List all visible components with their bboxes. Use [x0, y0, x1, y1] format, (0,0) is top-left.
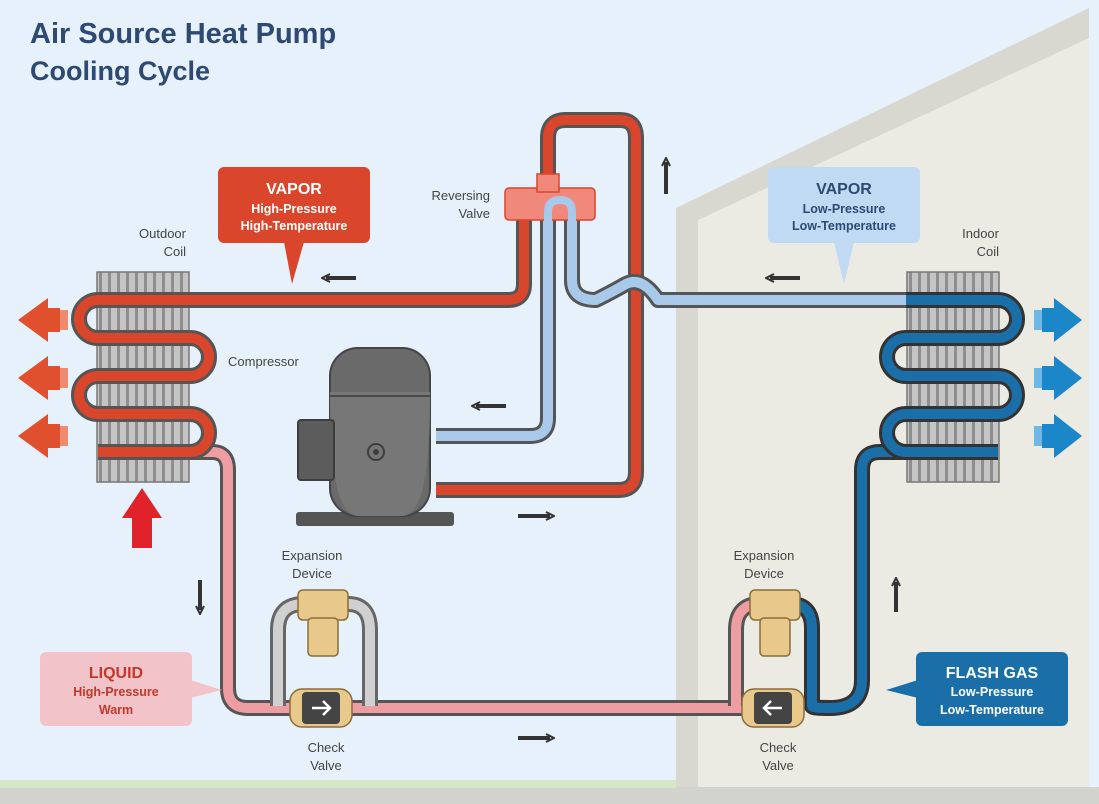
cold-vapor-line-indoor — [564, 218, 906, 308]
compressor-icon — [296, 347, 454, 526]
liquid-line — [182, 444, 750, 716]
svg-text:Low-Temperature: Low-Temperature — [940, 703, 1044, 717]
check-valve-left-label: Check — [308, 740, 345, 755]
check-valve-right-label: Valve — [762, 758, 794, 773]
expansion-device-left-label: Device — [292, 566, 332, 581]
reversing-valve-label: Reversing — [431, 188, 490, 203]
outdoor-coil-label: Coil — [164, 244, 187, 259]
svg-text:Warm: Warm — [99, 703, 133, 717]
callout-vapor-low: VAPOR Low-Pressure Low-Temperature — [768, 167, 920, 284]
svg-text:LIQUID: LIQUID — [89, 665, 143, 682]
page-title: Air Source Heat Pump — [30, 18, 337, 50]
left-check-valve-icon — [289, 688, 353, 728]
callout-vapor-high: VAPOR High-Pressure High-Temperature — [218, 167, 370, 284]
expansion-device-right-label: Device — [744, 566, 784, 581]
flash-gas-line — [804, 444, 906, 717]
reversing-valve-label: Valve — [458, 206, 490, 221]
discharge-line — [436, 112, 644, 498]
svg-text:Low-Pressure: Low-Pressure — [803, 202, 886, 216]
svg-text:High-Pressure: High-Pressure — [73, 685, 158, 699]
expansion-device-left-label: Expansion — [282, 548, 343, 563]
svg-text:Low-Pressure: Low-Pressure — [951, 685, 1034, 699]
check-valve-right-label: Check — [760, 740, 797, 755]
callout-liquid: LIQUID High-Pressure Warm — [40, 652, 222, 726]
indoor-coil-tube — [879, 292, 1025, 460]
svg-text:VAPOR: VAPOR — [266, 181, 322, 198]
callout-flash-gas: FLASH GAS Low-Pressure Low-Temperature — [886, 652, 1068, 726]
right-check-valve-icon — [741, 688, 805, 728]
arrow-icon — [18, 356, 60, 400]
svg-text:Low-Temperature: Low-Temperature — [792, 219, 896, 233]
grass-strip — [0, 780, 676, 788]
arrow-icon — [1042, 298, 1082, 342]
heat-rejection-arrows — [18, 298, 68, 458]
flow-arrows — [200, 162, 896, 738]
arrow-icon — [18, 414, 60, 458]
right-expansion-device-icon — [749, 589, 801, 657]
hot-vapor-line-outdoor — [190, 218, 532, 308]
outdoor-coil-tube — [71, 292, 217, 460]
check-valve-left-label: Valve — [310, 758, 342, 773]
svg-text:VAPOR: VAPOR — [816, 181, 872, 198]
left-expansion-device-icon — [297, 589, 349, 657]
expansion-device-right-label: Expansion — [734, 548, 795, 563]
outdoor-coil-label: Outdoor — [139, 226, 187, 241]
indoor-coil-label: Indoor — [962, 226, 1000, 241]
svg-text:High-Temperature: High-Temperature — [241, 219, 348, 233]
svg-text:High-Pressure: High-Pressure — [251, 202, 336, 216]
arrow-icon — [1042, 414, 1082, 458]
cool-air-arrows — [1034, 298, 1082, 458]
arrow-icon — [18, 298, 60, 342]
svg-text:FLASH GAS: FLASH GAS — [946, 665, 1039, 682]
indoor-coil-label: Coil — [977, 244, 1000, 259]
suction-line — [436, 218, 556, 444]
page-subtitle: Cooling Cycle — [30, 56, 211, 86]
component-labels: Outdoor Coil Indoor Coil Reversing Valve… — [139, 188, 1000, 773]
compressor-label: Compressor — [228, 354, 299, 369]
reversing-valve-icon — [504, 173, 596, 232]
arrow-icon — [1042, 356, 1082, 400]
air-intake-arrow-icon — [122, 488, 162, 548]
ground — [0, 787, 1099, 804]
